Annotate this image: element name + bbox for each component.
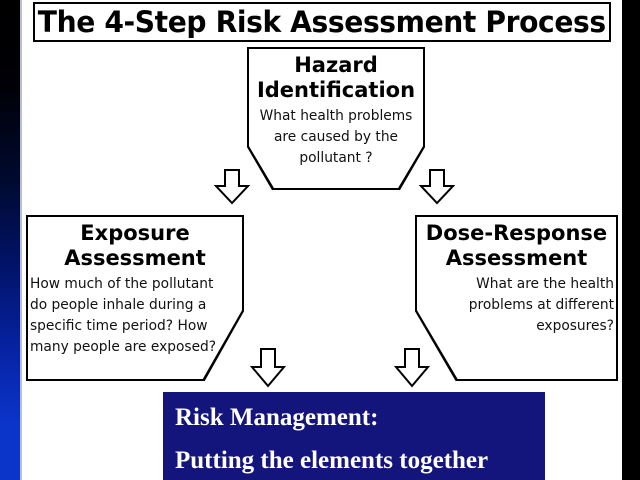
arrow-down-icon-dose-response-to-risk-management xyxy=(394,348,430,388)
dose-response-body-text: What are the health problems at differen… xyxy=(468,276,614,334)
exposure-heading-line-1: Exposure xyxy=(80,221,190,245)
dose-response-heading-line-2: Assessment xyxy=(445,246,588,270)
left-strip-divider xyxy=(20,0,22,480)
risk-management-banner: Risk Management: Putting the elements to… xyxy=(163,392,545,480)
exposure-heading-line-2: Assessment xyxy=(64,246,206,270)
arrow-down-icon-hazard-to-exposure xyxy=(214,169,250,205)
exposure-body-text: How much of the pollutant do people inha… xyxy=(30,276,217,355)
hazard-box-fill xyxy=(247,47,425,190)
slide-title-box: The 4-Step Risk Assessment Process xyxy=(33,2,611,42)
exposure-box-fill xyxy=(26,215,244,381)
hazard-heading-line-1: Hazard xyxy=(294,53,378,77)
hazard-heading-line-2: Identification xyxy=(256,78,416,102)
step-box-exposure-assessment: Exposure Assessment How much of the poll… xyxy=(26,215,244,381)
hazard-box-content: Hazard Identification What health proble… xyxy=(247,47,425,190)
arrow-down-icon-exposure-to-risk-management xyxy=(250,348,286,388)
arrow-down-icon-hazard-to-dose-response xyxy=(419,169,455,205)
step-box-dose-response-assessment: Dose-Response Assessment What are the he… xyxy=(415,215,618,381)
dose-response-box-content: Dose-Response Assessment What are the he… xyxy=(415,215,618,381)
page-title: The 4-Step Risk Assessment Process xyxy=(38,4,606,39)
step-box-hazard-identification: Hazard Identification What health proble… xyxy=(247,47,425,190)
risk-management-subheading: Putting the elements together xyxy=(175,447,489,474)
right-black-strip xyxy=(622,0,640,480)
dose-response-heading-line-1: Dose-Response xyxy=(425,221,608,245)
left-gradient-strip xyxy=(0,0,20,480)
dose-response-box-fill xyxy=(415,215,618,381)
risk-management-heading: Risk Management: xyxy=(175,404,379,431)
exposure-box-content: Exposure Assessment How much of the poll… xyxy=(26,215,244,381)
hazard-body-text: What health problems are caused by the p… xyxy=(259,108,413,166)
